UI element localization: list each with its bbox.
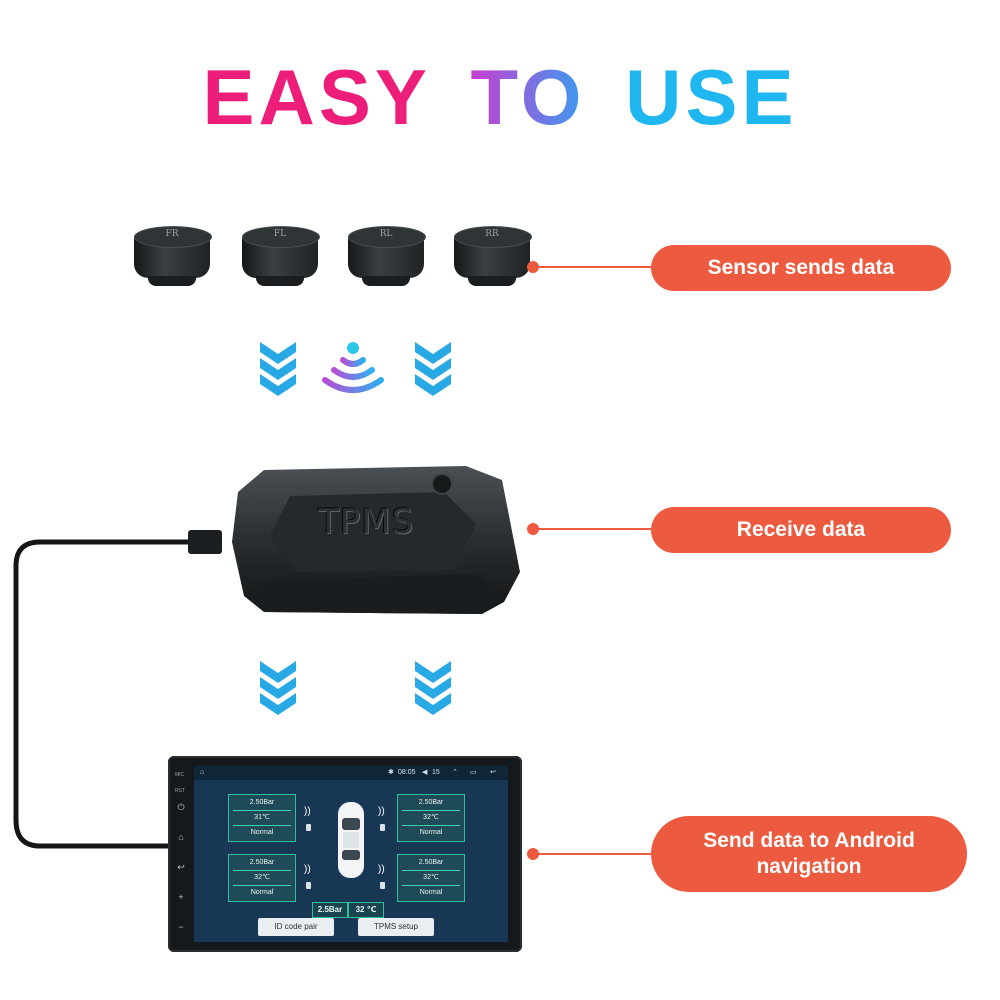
tire-status: Normal — [250, 889, 274, 896]
tpms-label: TPMS — [318, 502, 415, 542]
sensor-fl: FL — [242, 226, 320, 290]
step-sensor-sends-data: Sensor sends data — [651, 245, 951, 291]
sensor-rr: RR — [454, 226, 532, 290]
connector-dot — [527, 261, 539, 273]
tire-status: Normal — [419, 889, 443, 896]
tire-card-rear-left: 2.50Bar 32℃ Normal — [228, 854, 296, 902]
signal-icon: )) — [378, 806, 385, 817]
screen: ⌂ ✱ 08:05 ◀ 15 ⌃ ▭ ↩ 2.50Bar 31℃ Normal … — [194, 766, 508, 942]
tire-card-front-right: 2.50Bar 32℃ Normal — [397, 794, 465, 842]
power-icon[interactable]: ⏻ — [177, 802, 185, 812]
sensor-label: RR — [485, 229, 499, 239]
android-head-unit: MIC RST ⏻ ⌂ ↩ + − ⌂ ✱ 08:05 ◀ 15 ⌃ ▭ ↩ 2… — [168, 756, 522, 952]
step-label: Receive data — [736, 518, 866, 541]
signal-icon: )) — [378, 864, 385, 875]
title-word-easy: EASY — [202, 53, 431, 141]
connector-line — [535, 266, 655, 268]
step-receive-data: Receive data — [651, 507, 951, 553]
recent-apps-icon[interactable]: ▭ — [470, 769, 477, 776]
chevron-down-icon — [260, 342, 296, 396]
sensor-label: RL — [379, 229, 393, 239]
summary-pressure: 2.5Bar — [312, 902, 348, 918]
cable — [13, 530, 222, 849]
title-word-use: USE — [625, 53, 798, 141]
chevron-down-icon — [415, 342, 451, 396]
status-time: 08:05 — [398, 769, 416, 776]
tire-status: Normal — [419, 829, 443, 836]
summary-temp: 32 ℃ — [348, 902, 384, 918]
volume-down-icon[interactable]: − — [178, 922, 184, 932]
connector-line — [535, 853, 655, 855]
sensor-fr: FR — [134, 226, 212, 290]
signal-icon: )) — [304, 806, 311, 817]
tire-status: Normal — [250, 829, 274, 836]
volume-icon: ◀ — [422, 769, 428, 776]
home-icon[interactable]: ⌂ — [178, 832, 184, 842]
connector-line — [535, 528, 655, 530]
mic-label: MIC — [175, 772, 185, 778]
tire-temp: 32℃ — [254, 874, 270, 881]
battery-icon — [306, 824, 311, 831]
back-icon[interactable]: ↩ — [177, 862, 185, 872]
tpms-setup-button[interactable]: TPMS setup — [358, 918, 434, 936]
step-send-data-android: Send data to Android navigation — [651, 816, 967, 892]
volume-up-icon[interactable]: + — [178, 892, 184, 902]
title-word-to: TO — [470, 53, 586, 141]
status-volume: 15 — [432, 769, 440, 776]
tire-card-front-left: 2.50Bar 31℃ Normal — [228, 794, 296, 842]
battery-icon — [380, 882, 385, 889]
status-bar: ⌂ ✱ 08:05 ◀ 15 ⌃ ▭ ↩ — [194, 766, 508, 780]
tire-card-rear-right: 2.50Bar 32℃ Normal — [397, 854, 465, 902]
tire-temp: 31℃ — [254, 814, 270, 821]
bluetooth-icon: ✱ — [388, 769, 394, 776]
tire-pressure: 2.50Bar — [249, 799, 275, 806]
chevron-down-icon — [260, 661, 296, 715]
car-icon — [338, 802, 364, 878]
connector-dot — [527, 523, 539, 535]
connector-dot — [527, 848, 539, 860]
home-nav-icon[interactable]: ⌂ — [200, 769, 205, 776]
id-code-pair-button[interactable]: ID code pair — [258, 918, 334, 936]
tire-pressure: 2.50Bar — [418, 799, 444, 806]
back-nav-icon[interactable]: ↩ — [490, 769, 496, 776]
tire-temp: 32℃ — [423, 814, 439, 821]
battery-icon — [306, 882, 311, 889]
tire-temp: 32℃ — [423, 874, 439, 881]
chevron-down-icon — [415, 661, 451, 715]
battery-icon — [380, 824, 385, 831]
wireless-signal-icon — [322, 342, 384, 393]
sensor-rl: RL — [348, 226, 426, 290]
step-label: Sensor sends data — [707, 256, 895, 279]
expand-icon[interactable]: ⌃ — [452, 769, 458, 776]
signal-icon: )) — [304, 864, 311, 875]
sensor-label: FR — [165, 229, 179, 239]
tire-pressure: 2.50Bar — [418, 859, 444, 866]
tire-pressure: 2.50Bar — [249, 859, 275, 866]
step-label: Send data to Android navigation — [703, 829, 915, 878]
unit-side-panel: MIC RST ⏻ ⌂ ↩ + − — [168, 756, 194, 952]
rst-label: RST — [175, 788, 185, 794]
sensor-label: FL — [273, 229, 287, 239]
page-title: EASY TO USE — [0, 52, 1000, 142]
tpms-receiver: TPMS — [230, 462, 522, 622]
